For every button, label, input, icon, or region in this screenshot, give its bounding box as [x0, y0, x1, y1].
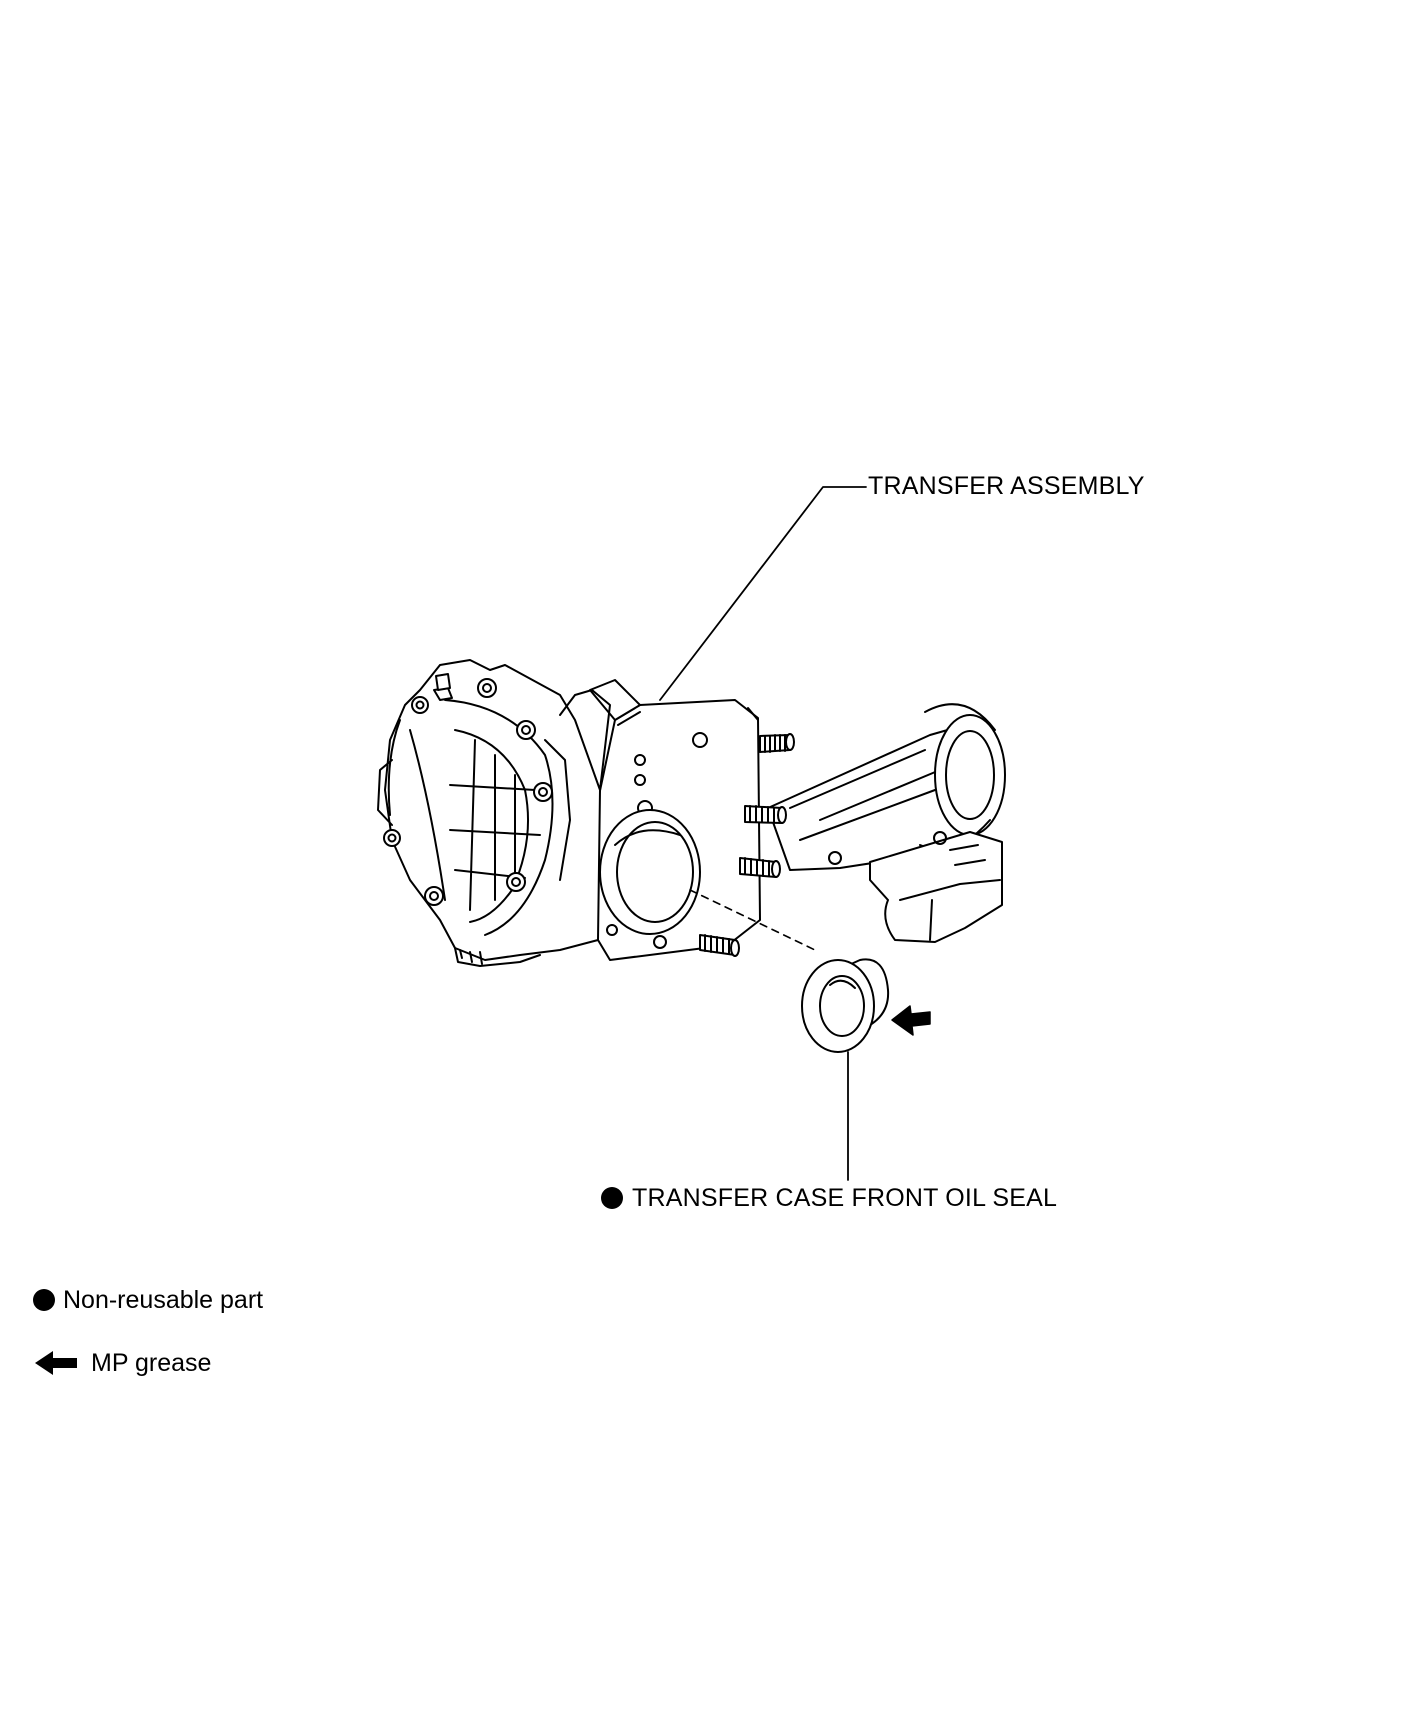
front-oil-seal-ring — [801, 958, 890, 1053]
mp-grease-arrow-icon — [891, 1005, 931, 1036]
legend-mp-grease: MP grease — [33, 1348, 211, 1378]
legend-non-reusable: Non-reusable part — [33, 1285, 263, 1315]
legend-non-reusable-label: Non-reusable part — [63, 1286, 264, 1314]
flange-studs — [699, 733, 795, 957]
seal-center-line — [689, 889, 816, 951]
filled-circle-icon — [33, 1289, 55, 1311]
case-bolts — [383, 678, 553, 906]
left-arrow-icon — [35, 1351, 77, 1375]
legend-mp-grease-label: MP grease — [91, 1349, 212, 1377]
transfer-assembly-leader — [659, 486, 867, 701]
transfer-rear-housing — [767, 703, 1006, 943]
transfer-main-case — [377, 659, 611, 967]
transfer-adapter-plate — [589, 679, 761, 961]
label-transfer-assembly: TRANSFER ASSEMBLY — [868, 472, 1145, 500]
label-transfer-case-front-oil-seal: TRANSFER CASE FRONT OIL SEAL — [632, 1184, 1058, 1212]
breather-plug — [433, 673, 453, 701]
non-reusable-dot-icon — [601, 1187, 623, 1209]
